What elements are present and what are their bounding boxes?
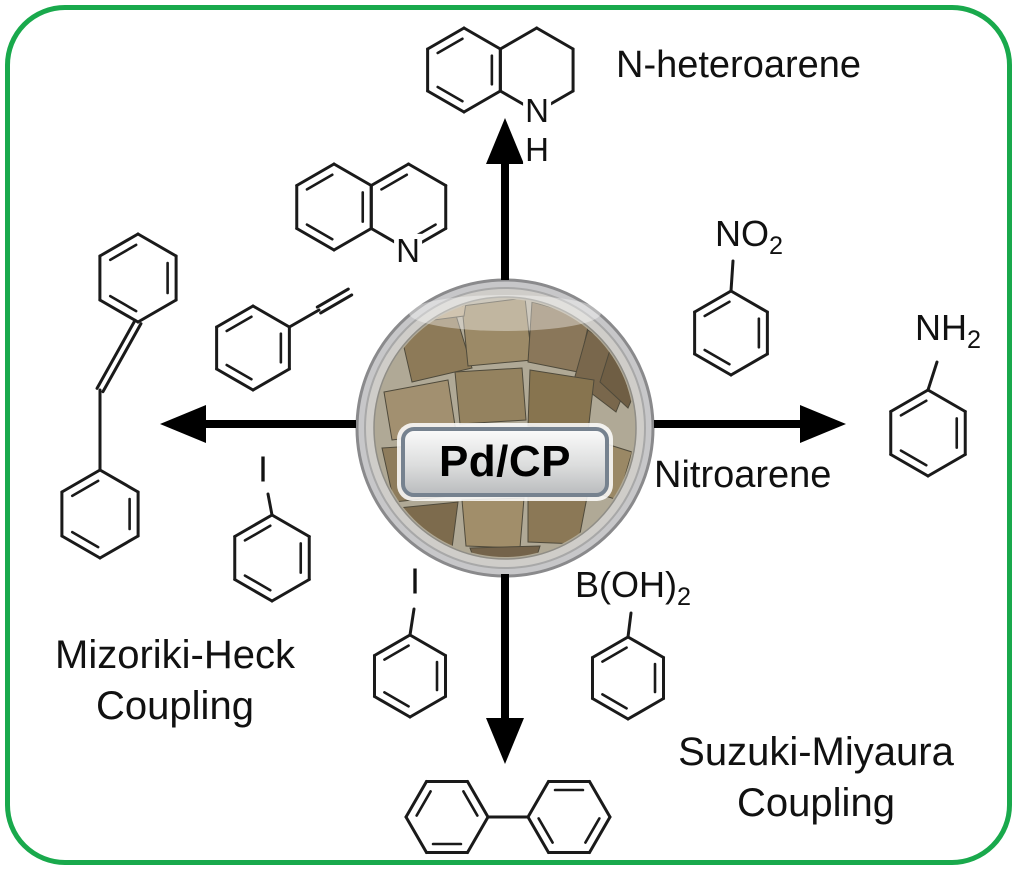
iodobenzene-bottom-structure [372,607,448,719]
iodine-left-label: I [255,448,271,490]
quinoline-structure [295,162,448,252]
arrow-right [654,405,846,443]
benzene-ring [426,26,502,114]
arrow-up [486,118,524,280]
iodobenzene-left-structure [233,492,311,603]
benzene-ring [404,779,490,855]
n-heteroarene-label: N-heteroarene [616,44,862,86]
amine-group-sub: 2 [966,325,982,354]
boronic-group-label: B(OH)2 [572,563,694,611]
amine-group-main: NH [914,306,967,348]
arrowhead [800,405,846,443]
benzene-ring [693,289,769,377]
benzene-ring [889,388,967,478]
phenylboronic-acid-structure [590,611,666,721]
tetrahydroquinoline-structure [426,26,575,114]
benzene-ring [233,513,311,603]
suzuki-miyaura-line2: Coupling [737,781,895,825]
arrowhead [486,718,524,764]
benzene-ring [526,779,612,855]
arrow-left [160,405,356,443]
nitro-group-main: NO [714,212,769,254]
catalyst-flake [461,497,525,549]
benzene-ring [295,162,373,252]
benzene-ring [98,232,178,324]
nitro-group-label: NO2 [712,212,786,260]
benzene-ring [60,468,140,560]
amine-group-label: NH2 [912,306,984,354]
suzuki-miyaura-label: Suzuki-Miyaura Coupling [634,727,998,829]
amine-h-atom-label: H [523,130,551,168]
nitrobenzene-structure [693,259,769,377]
petri-dish [355,278,655,578]
mizoriki-heck-line1: Mizoriki-Heck [55,633,295,677]
arrowhead [160,405,206,443]
aniline-structure [889,360,967,478]
benzene-ring [372,633,448,719]
benzene-ring [369,162,448,252]
arrow-down [486,574,524,764]
biphenyl-structure [404,779,612,855]
catalyst-flake [527,369,595,433]
arrowhead [486,118,524,164]
styrene-structure [215,287,354,392]
benzene-ring [215,304,291,392]
mizoriki-heck-line2: Coupling [96,684,254,728]
nitroarene-label: Nitroarene [654,454,832,496]
boronic-group-main: B(OH) [574,563,677,605]
nitro-group-sub: 2 [768,231,784,260]
benzene-ring [498,26,575,114]
mizoriki-heck-label: Mizoriki-Heck Coupling [10,630,340,732]
pdcp-badge-label: Pd/CP [438,437,572,487]
boronic-group-sub: 2 [676,582,692,611]
amine-n-atom-label: N [523,91,551,129]
iodine-bottom-label: I [407,560,423,602]
catalyst-flake [454,367,527,425]
catalyst-flake [469,545,541,557]
dish-highlight [409,295,601,331]
suzuki-miyaura-line1: Suzuki-Miyaura [678,730,954,774]
stilbene-structure [60,232,178,560]
benzene-ring [590,635,666,721]
quinoline-n-atom-label: N [394,231,422,269]
pdcp-badge [401,427,609,497]
